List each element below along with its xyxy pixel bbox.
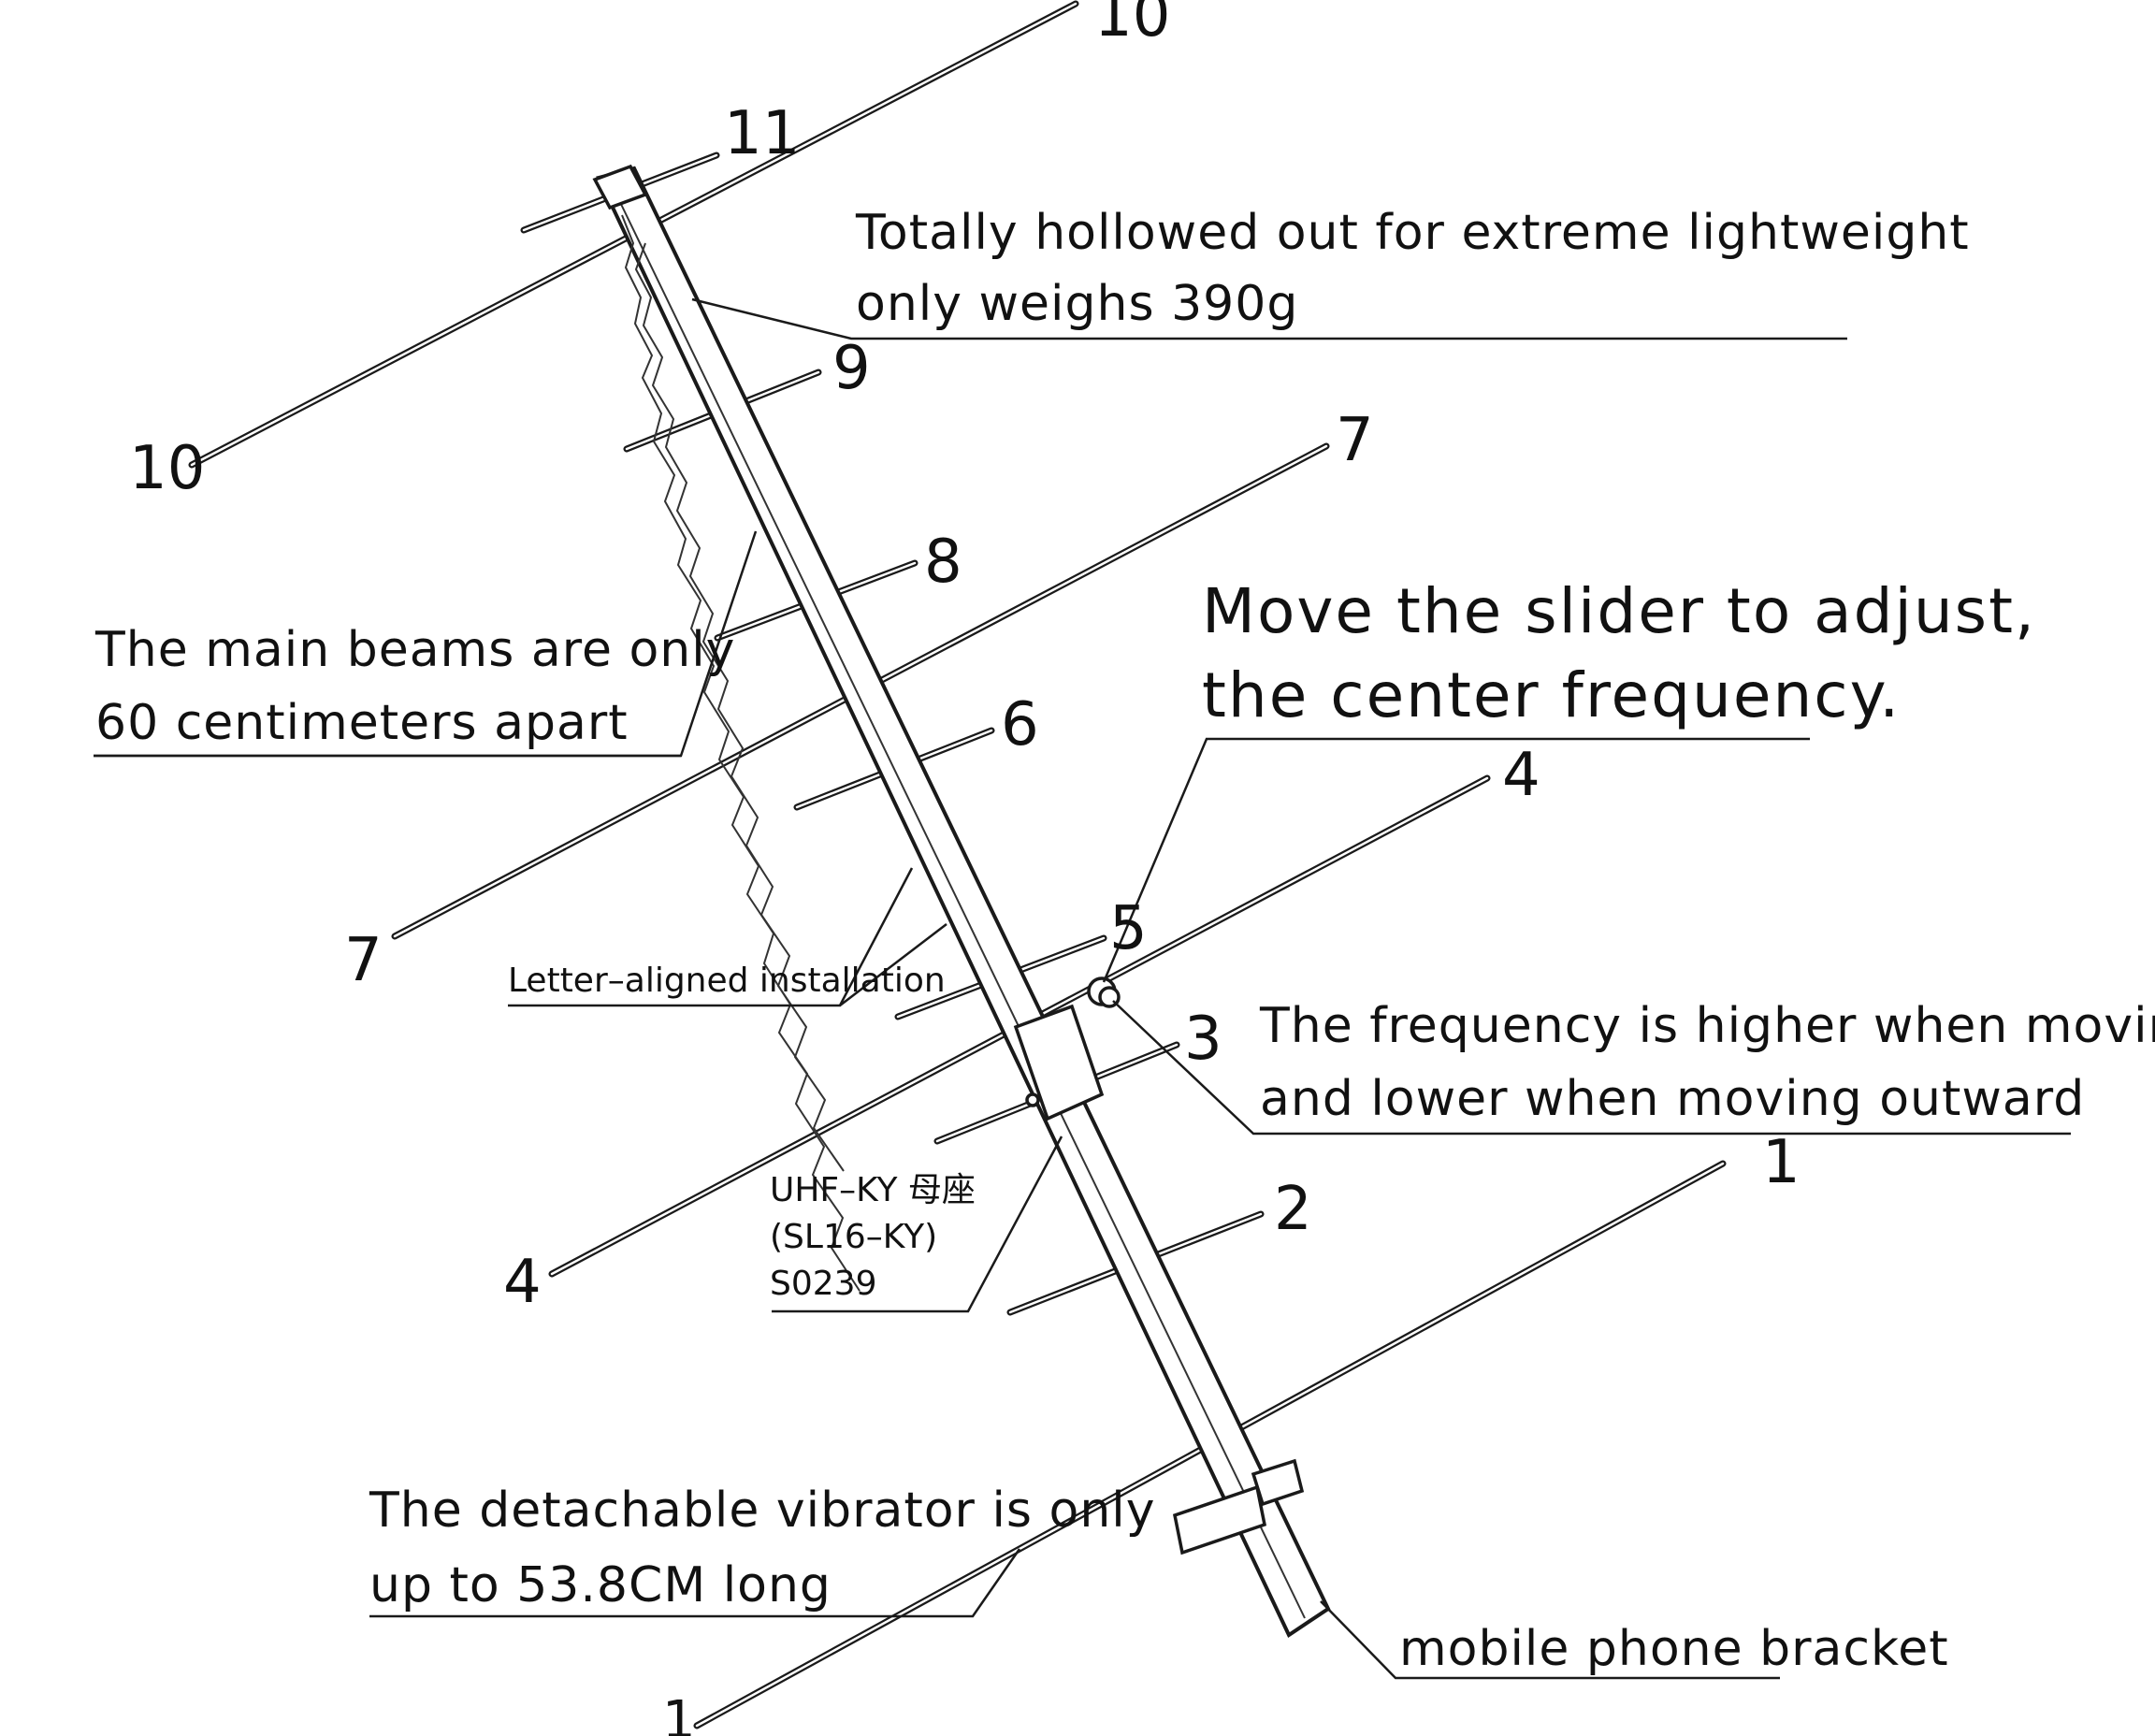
lightweight-callout-line2: only weighs 390g: [856, 276, 1298, 332]
element-label-10-top: 10: [1094, 0, 1170, 51]
vibrator-callout-line2: up to 53.8CM long: [369, 1557, 832, 1613]
connector-callout-line3: S0239: [770, 1265, 876, 1303]
callout-texts: Totally hollowed out for extreme lightwe…: [94, 205, 2155, 1677]
slider-callout-line2: the center frequency.: [1202, 659, 1901, 731]
connector-callout-line2: (SL16–KY): [770, 1218, 937, 1256]
element-label-7-right: 7: [1336, 406, 1374, 475]
element-label-11: 11: [724, 99, 800, 168]
leader-lines: [94, 297, 2071, 1680]
beams-callout-line2: 60 centimeters apart: [95, 695, 629, 751]
slider-callout-line1: Move the slider to adjust,: [1202, 575, 2036, 647]
frequency-callout-line2: and lower when moving outward: [1260, 1071, 2085, 1127]
beams-callout-line1: The main beams are only: [94, 622, 735, 678]
frequency-callout-line1: The frequency is higher when moving inwa…: [1259, 998, 2155, 1054]
element-number-labels: 10 11 10 9 7 8 6 7 4 5 3 4 2 1 1: [129, 0, 1801, 1736]
element-label-7-left: 7: [344, 926, 383, 995]
feed-slider-block: [1013, 976, 1121, 1121]
element-label-5: 5: [1109, 894, 1148, 963]
element-label-6: 6: [1001, 690, 1039, 760]
element-label-2: 2: [1274, 1175, 1312, 1244]
element-label-4-left: 4: [503, 1248, 542, 1317]
phone-bracket-clamp: [1172, 1458, 1305, 1555]
element-label-1-left: 1: [662, 1690, 696, 1736]
lightweight-callout-line1: Totally hollowed out for extreme lightwe…: [855, 205, 1970, 261]
element-label-9: 9: [832, 334, 871, 403]
bracket-callout: mobile phone bracket: [1399, 1621, 1949, 1677]
element-label-3: 3: [1184, 1005, 1222, 1074]
letter-aligned-callout: Letter–aligned installation: [508, 962, 946, 1000]
vibrator-callout-line1: The detachable vibrator is only: [369, 1483, 1156, 1539]
main-boom: [592, 164, 1331, 1638]
element-label-4-right: 4: [1502, 741, 1540, 810]
element-label-1-right: 1: [1762, 1128, 1801, 1197]
element-label-8: 8: [924, 528, 962, 597]
element-label-10-left: 10: [129, 434, 205, 503]
connector-callout-line1: UHF–KY 母座: [770, 1171, 976, 1209]
